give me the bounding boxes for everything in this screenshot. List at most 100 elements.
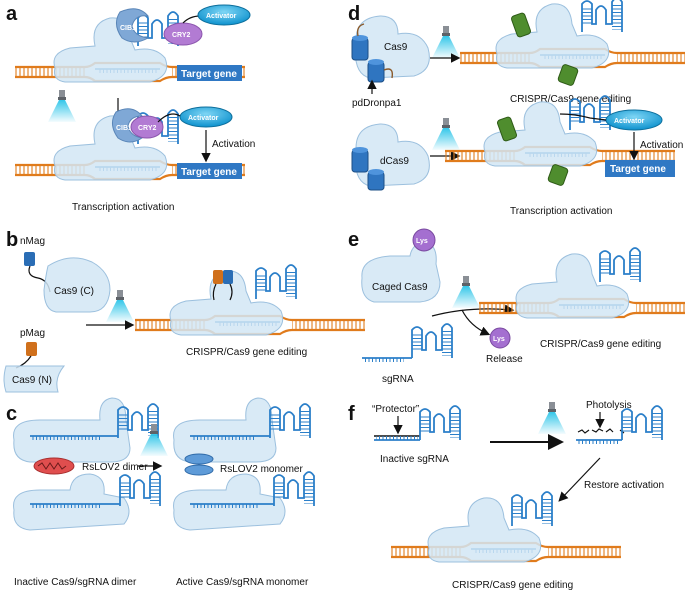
- pmag-block: [26, 342, 37, 356]
- restore-arrow: [558, 457, 601, 502]
- cas9-f: [427, 497, 542, 563]
- target-gene-d: [605, 160, 675, 177]
- pddronpa-d-bottom-green-1: [497, 116, 517, 142]
- rslov2-dimer-zigzag: [37, 462, 67, 470]
- cry2-link-a-bottom: [157, 113, 181, 123]
- panel-d: d Cas9 pdDronpa1 CRISPR/Cas9 gene editin…: [348, 0, 685, 217]
- panel-a: a CIB1 CRY2 Activator Target gene CIB1 C…: [6, 3, 255, 213]
- pddronpa-d-top-green-1: [511, 12, 531, 38]
- activator-label-d: Activator: [614, 118, 645, 125]
- caption-b: CRISPR/Cas9 gene editing: [186, 347, 307, 358]
- target-gene-label-d: Target gene: [610, 164, 666, 175]
- lamp-icon: [140, 424, 168, 456]
- lys-cage: [412, 228, 436, 252]
- rslov2-monomer-top: [184, 453, 214, 465]
- lamp-icon: [432, 118, 460, 150]
- caption-a: Transcription activation: [72, 202, 174, 213]
- cas9-c-lefttop: [13, 397, 131, 463]
- sgrna-e-bound: [599, 247, 641, 283]
- pddronpa-d-bottom-green-2: [547, 164, 569, 186]
- sgrna-d-top: [581, 0, 623, 33]
- sgrna-c-righttop-rungs: [192, 436, 256, 440]
- release-label: Release: [486, 354, 523, 365]
- caption-f: CRISPR/Cas9 gene editing: [452, 580, 573, 591]
- cas9-n-label: Cas9 (N): [12, 375, 52, 386]
- panel-f: f “Protector” Inactive sgRNA Photolysis …: [348, 400, 664, 591]
- sgrna-f-active: [621, 405, 663, 441]
- activator-link-d: [559, 113, 607, 121]
- target-gene-label-a-top: Target gene: [181, 69, 237, 80]
- panel-e: e Lys Caged Cas9 Lys Release sgRNA CRISP…: [348, 228, 685, 385]
- panel-c-letter: c: [6, 403, 17, 425]
- activator-a-top: [197, 4, 251, 26]
- activator-label-a-top: Activator: [206, 13, 237, 20]
- cib1-a-bottom: [112, 108, 144, 143]
- protector-fragments: [577, 428, 625, 434]
- cas9-d-label: Cas9: [384, 42, 408, 53]
- panel-f-letter: f: [348, 403, 355, 425]
- mag-linkers: [212, 283, 233, 301]
- nmag-block: [24, 252, 35, 266]
- caption-e: CRISPR/Cas9 gene editing: [540, 339, 661, 350]
- sgrna-c-leftbottom-rungs: [32, 504, 102, 508]
- panel-c: c RsLOV2 dimer RsLOV2 monomer Inactive C…: [6, 397, 315, 588]
- cas9-e: [515, 253, 630, 319]
- lamp-icon: [452, 276, 480, 308]
- pmag-label: pMag: [20, 328, 45, 339]
- sgrna-f-free-rungs: [578, 440, 620, 444]
- panel-b: b nMag Cas9 (C) pMag Cas9 (N) CRISPR/Cas…: [3, 229, 367, 393]
- cry2-a-bottom: [130, 115, 164, 139]
- cib1-label-a-bottom: CIB1: [116, 125, 132, 132]
- sgrna-f-rungs: [376, 436, 418, 440]
- activation-label-d: Activation: [640, 140, 683, 151]
- nmag-label: nMag: [20, 236, 45, 247]
- lamp-icon: [106, 290, 134, 322]
- pddronpa-label: pdDronpa1: [352, 98, 402, 109]
- pddronpa-linkers: [356, 23, 394, 79]
- protector-label: “Protector”: [372, 404, 419, 415]
- sgrna-c-rightbottom-rungs: [192, 504, 258, 508]
- target-gene-label-a-bottom: Target gene: [181, 167, 237, 178]
- lamp-icon: [48, 90, 76, 122]
- sgrna-c-lefttop-rungs: [32, 436, 102, 440]
- cry2-label-a-top: CRY2: [172, 32, 191, 39]
- inactive-sgrna-label: Inactive sgRNA: [380, 454, 449, 465]
- pddronpa-d-bottom-2: [367, 169, 385, 191]
- sgrna-b: [255, 264, 297, 300]
- photolysis-label: Photolysis: [586, 400, 632, 411]
- lys-released: [489, 327, 511, 349]
- restore-label: Restore activation: [584, 480, 664, 491]
- cas9-a-top: [53, 17, 168, 83]
- pddronpa-d-top-green-2: [557, 64, 579, 86]
- activator-label-a-bottom: Activator: [188, 115, 219, 122]
- activation-label-a: Activation: [212, 139, 255, 150]
- cry2-link-a-top: [182, 15, 201, 24]
- sgrna-e-rungs: [364, 358, 404, 362]
- sgrna-f-inactive: [419, 405, 461, 441]
- cas9-c-rightbottom: [173, 473, 286, 531]
- cas9-c-righttop: [173, 397, 277, 463]
- rslov2-monomer-bottom: [184, 464, 214, 476]
- sgrna-e: [411, 323, 453, 359]
- cib1-label-a-top: CIB1: [120, 25, 136, 32]
- panel-e-letter: e: [348, 229, 359, 251]
- cas9-c-blob: [43, 257, 111, 313]
- panel-a-letter: a: [6, 3, 18, 25]
- sgrna-c-righttop: [269, 403, 311, 439]
- rslov2-monomer-label: RsLOV2 monomer: [220, 464, 303, 475]
- cas9-c-leftbottom: [13, 473, 130, 531]
- activator-a-bottom: [179, 106, 233, 128]
- lys-cage-label: Lys: [416, 238, 428, 245]
- lamp-icon: [432, 26, 460, 58]
- caption-d-bottom: Transcription activation: [510, 206, 612, 217]
- cry2-label-a-bottom: CRY2: [138, 125, 157, 132]
- caged-cas9-label: Caged Cas9: [372, 282, 428, 293]
- rslov2-dimer-label: RsLOV2 dimer: [82, 462, 148, 473]
- cas9-c-label: Cas9 (C): [54, 286, 94, 297]
- panel-d-letter: d: [348, 3, 360, 25]
- lys-released-label: Lys: [493, 336, 505, 343]
- caption-c-left: Inactive Cas9/sgRNA dimer: [14, 577, 137, 588]
- release-arrow: [461, 309, 491, 336]
- rslov2-dimer: [33, 457, 75, 475]
